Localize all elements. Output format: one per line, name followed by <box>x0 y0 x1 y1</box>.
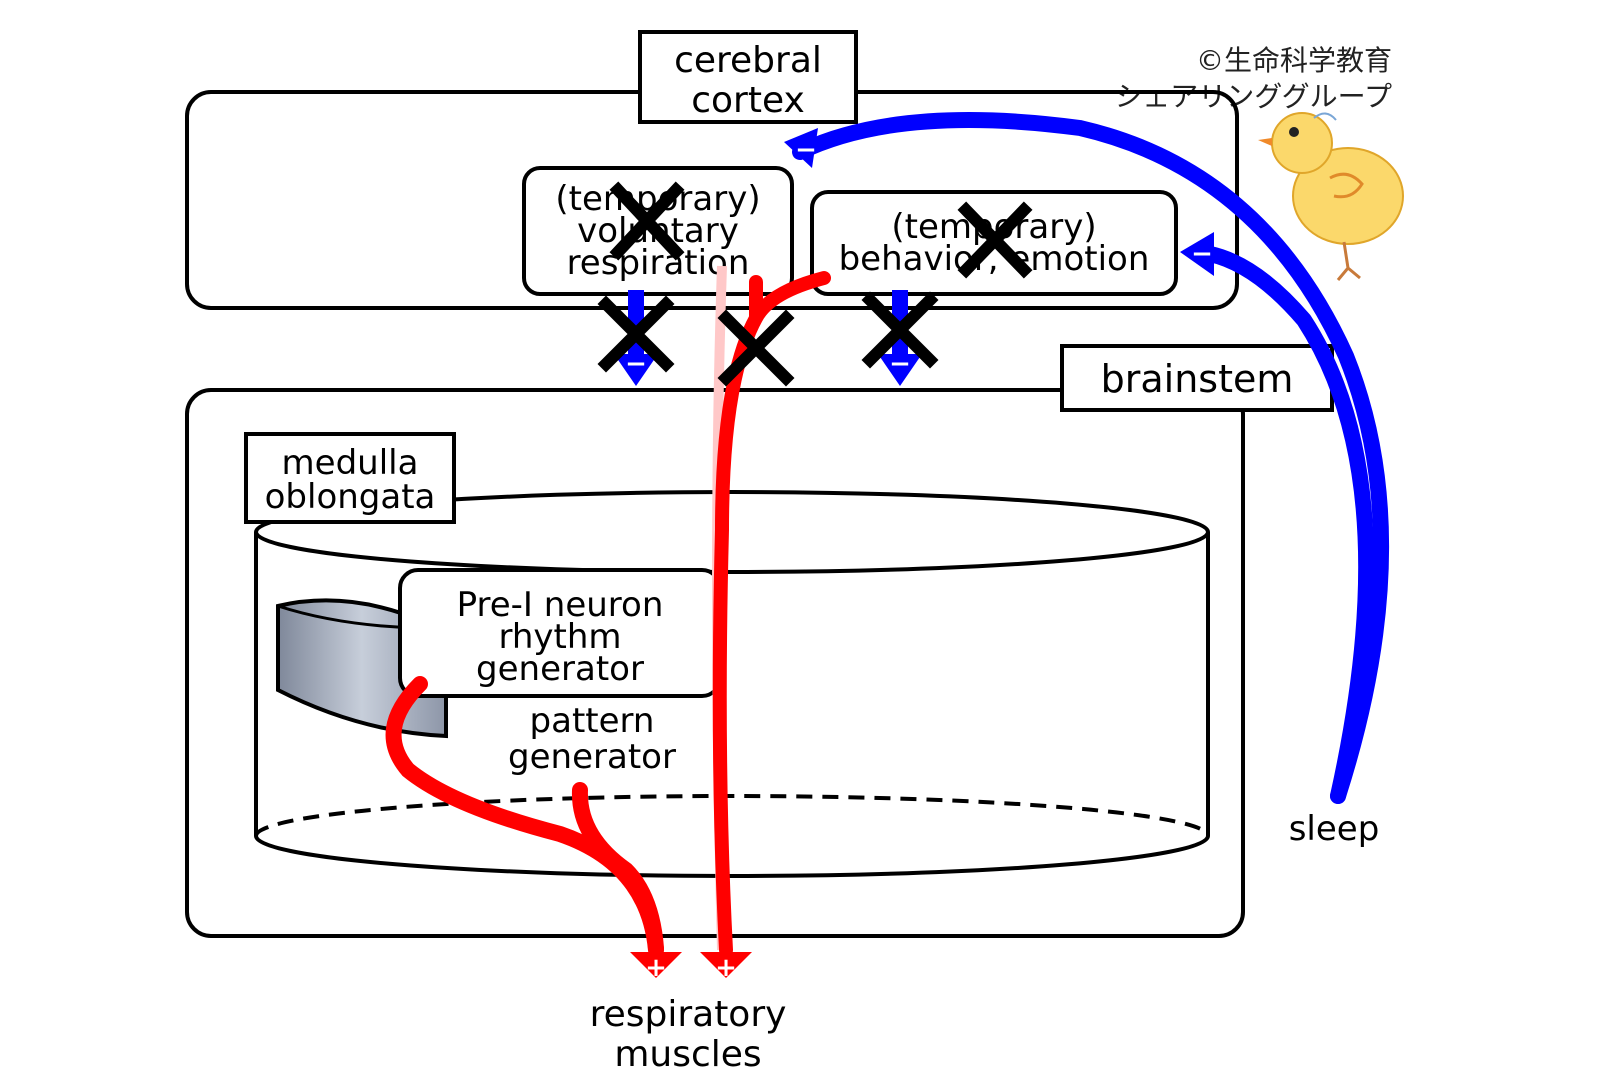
brainstem-label: brainstem <box>1101 357 1294 401</box>
blocked-mark-voluntary-box <box>609 181 685 261</box>
chick-icon <box>1258 112 1404 281</box>
inhibit-arrowhead-cortex: − <box>784 128 818 168</box>
cerebral-cortex-line-1: cerebral <box>674 40 822 81</box>
excite-symbol-left: + <box>645 953 667 983</box>
medulla-line-2: oblongata <box>265 477 436 517</box>
blocked-mark-excitatory-path <box>717 309 795 387</box>
muscles-line-2: muscles <box>614 1034 761 1075</box>
inhibit-symbol-voluntary: − <box>625 349 647 379</box>
pattern-generator-label: pattern generator <box>508 701 676 777</box>
respiratory-muscles-label: respiratory muscles <box>590 994 787 1075</box>
sleep-to-cortex-inhibitory-pathway <box>792 112 1390 804</box>
medulla-line-1: medulla <box>282 443 419 483</box>
blocked-marks <box>597 181 1033 387</box>
pattern-line-1: pattern <box>530 701 655 741</box>
credit-line-1: ©生命科学教育 <box>1196 44 1392 77</box>
cerebral-cortex-line-2: cortex <box>691 80 805 121</box>
pattern-excitatory-pathway <box>571 782 664 956</box>
brainstem-label-box: brainstem <box>1060 344 1334 412</box>
credit-line-2: シェアリンググループ <box>1114 80 1392 113</box>
excite-arrowhead-right: + <box>700 952 752 983</box>
blocked-mark-behavior-path <box>861 291 939 369</box>
inhibit-symbol-behavior-down: − <box>889 349 911 379</box>
pre-i-line-3: generator <box>476 649 644 689</box>
excite-symbol-right: + <box>715 953 737 983</box>
pre-i-generator-box: Pre-I neuron rhythm generator <box>398 568 722 698</box>
medulla-label-box: medulla oblongata <box>244 432 456 524</box>
inhibit-symbol-behavior: − <box>1191 239 1213 269</box>
inhibit-symbol-cortex: − <box>795 135 817 165</box>
pattern-line-2: generator <box>508 737 676 777</box>
pre-i-line-1: Pre-I neuron <box>457 585 664 625</box>
inhibit-arrowhead-behavior: − <box>1180 232 1214 276</box>
sleep-label: sleep <box>1289 809 1380 849</box>
blocked-mark-voluntary-path <box>597 295 675 373</box>
muscles-line-1: respiratory <box>590 994 787 1035</box>
sleep-to-behavior-inhibitory-pathway <box>1202 246 1375 804</box>
blocked-mark-behavior-box <box>957 201 1033 279</box>
pre-i-line-2: rhythm <box>498 617 621 657</box>
cerebral-cortex-label-box: cerebral cortex <box>638 30 858 124</box>
excite-arrowhead-left: + <box>630 952 682 983</box>
copyright-credit: ©生命科学教育 シェアリンググループ <box>1114 44 1392 113</box>
